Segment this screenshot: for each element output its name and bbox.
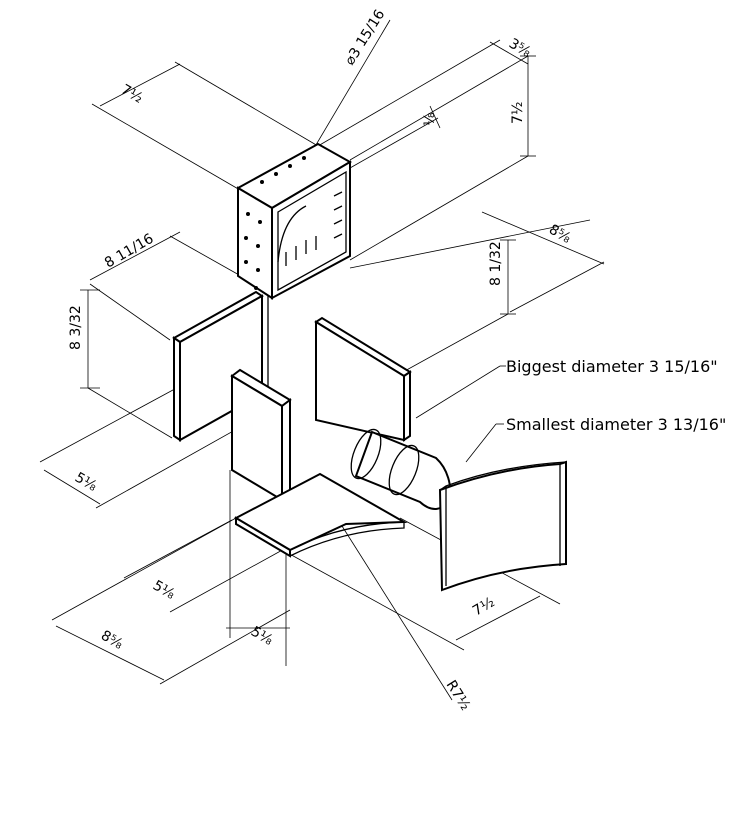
top-box bbox=[235, 142, 353, 300]
curved-plate bbox=[438, 460, 567, 592]
dim-left-depth: 8 11/16 bbox=[102, 231, 157, 272]
dim-top-small: 3⅝ bbox=[506, 36, 534, 61]
bolt-holes bbox=[244, 156, 306, 290]
dim-wall-thickness: ⅛ bbox=[422, 112, 438, 126]
dim-top-width: 7½ bbox=[118, 82, 145, 107]
dim-bottom-offset: 5⅛ bbox=[150, 578, 178, 603]
bottom-plate bbox=[233, 472, 408, 558]
dim-top-height: 7½ bbox=[510, 102, 526, 124]
dim-left-height: 8 3/32 bbox=[68, 305, 84, 350]
notes: Biggest diameter 3 15/16" Smallest diame… bbox=[506, 357, 726, 434]
center-post bbox=[230, 296, 292, 502]
dim-bottom-width: 5⅛ bbox=[248, 624, 276, 649]
dim-left-offset: 5⅛ bbox=[72, 470, 100, 495]
dim-bottom-right: 7½ bbox=[470, 594, 497, 619]
dim-radius: R7½ bbox=[443, 678, 474, 714]
dim-right-depth: 8⅝ bbox=[546, 222, 574, 247]
dim-right-height: 8 1/32 bbox=[488, 241, 504, 286]
dim-hole-diameter: ⌀3 15/16 bbox=[342, 7, 389, 68]
right-wing bbox=[314, 316, 412, 442]
note-biggest-diameter: Biggest diameter 3 15/16" bbox=[506, 357, 718, 376]
note-smallest-diameter: Smallest diameter 3 13/16" bbox=[506, 415, 726, 434]
